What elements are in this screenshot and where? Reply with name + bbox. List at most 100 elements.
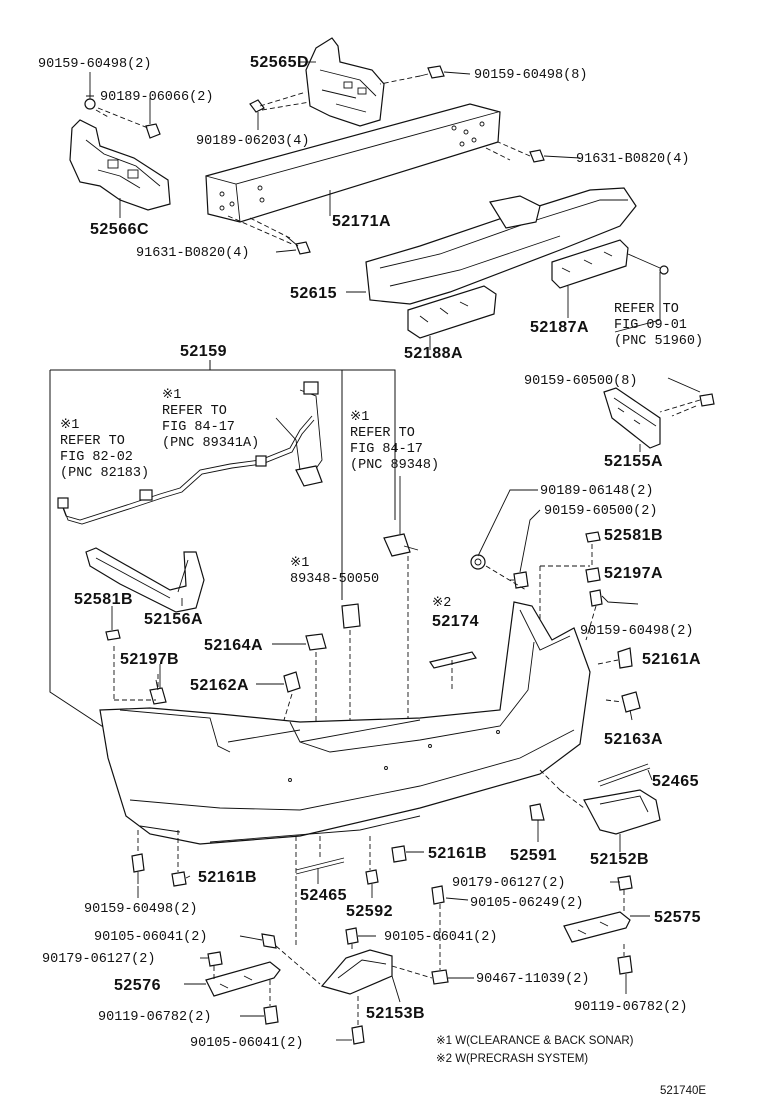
part-52163A-cover	[621, 691, 641, 713]
label-52187A: 52187A	[530, 319, 589, 336]
label-90189-06066: 90189-06066(2)	[100, 90, 213, 105]
label-52581B-right: 52581B	[604, 527, 663, 544]
label-52592: 52592	[346, 903, 393, 920]
part-90105-06041-bolt-bottom	[351, 1025, 365, 1045]
label-90159-60498-bottom-left: 90159-60498(2)	[84, 902, 197, 917]
label-90189-06203: 90189-06203(4)	[196, 134, 309, 149]
part-52174-sensor-cover	[429, 651, 477, 669]
label-ref3-line1: REFER TO	[350, 426, 415, 441]
part-52465-strip-left	[295, 857, 345, 875]
part-52576-retainer	[205, 961, 281, 997]
label-90159-60498-top-right: 90159-60498(8)	[474, 68, 587, 83]
label-refer-0901-line2: FIG 09-01	[614, 318, 687, 333]
label-52171A: 52171A	[332, 213, 391, 230]
part-52152B-reflector	[583, 789, 661, 835]
label-ref3-line2: FIG 84-17	[350, 442, 423, 457]
clip-icon	[145, 123, 161, 139]
label-90159-60498-top-left: 90159-60498(2)	[38, 57, 151, 72]
part-52575-retainer	[563, 911, 631, 943]
part-52581B-pad-left	[105, 629, 121, 641]
part-90179-06127-nut-right	[617, 875, 633, 891]
label-90105-06041-center: 90105-06041(2)	[384, 930, 497, 945]
part-90159-60498-screw	[589, 589, 603, 607]
part-52615-absorber	[365, 187, 637, 305]
part-52153B-reflector	[320, 949, 393, 995]
part-52592-pad	[365, 869, 379, 885]
part-labels: 90159-60498(2) 52565D 90159-60498(8) 901…	[38, 54, 706, 1097]
part-90105-06041-bolt-left	[261, 933, 277, 949]
clip-icon	[249, 99, 265, 113]
part-52156A-bracket	[85, 547, 205, 613]
part-52591-pad	[529, 803, 545, 821]
label-52156A: 52156A	[144, 611, 203, 628]
label-ref2-line2: FIG 82-02	[60, 450, 133, 465]
part-52161A-pad	[617, 647, 633, 669]
label-89348-mark: ※1	[290, 556, 309, 571]
part-52581B-pad-right	[585, 531, 601, 543]
part-52161B-pad-center	[391, 845, 407, 863]
bolt-icon	[699, 393, 715, 407]
label-52188A: 52188A	[404, 345, 463, 362]
label-91631-B0820-left: 91631-B0820(4)	[136, 246, 249, 261]
label-90119-06782-left: 90119-06782(2)	[98, 1010, 211, 1025]
label-52161B-center: 52161B	[428, 845, 487, 862]
label-52163A: 52163A	[604, 731, 663, 748]
label-52576: 52576	[114, 977, 161, 994]
part-90105-06041-bolt-center	[345, 927, 359, 945]
label-52565D: 52565D	[250, 54, 309, 71]
label-52581B-left: 52581B	[74, 591, 133, 608]
label-52159: 52159	[180, 343, 227, 360]
label-52152B: 52152B	[590, 851, 649, 868]
label-refer-0901-line1: REFER TO	[614, 302, 679, 317]
assembly-bracket-52159	[49, 360, 396, 739]
label-52161B-left: 52161B	[198, 869, 257, 886]
footnote-2: ※2 W(PRECRASH SYSTEM)	[436, 1053, 588, 1065]
wire-icon	[627, 253, 669, 275]
figure-code: 521740E	[660, 1085, 706, 1097]
label-90189-06148: 90189-06148(2)	[540, 484, 653, 499]
label-52591: 52591	[510, 847, 557, 864]
part-52465-strip-right	[597, 763, 651, 787]
label-ref2-line3: (PNC 82183)	[60, 466, 149, 481]
label-ref2-line1: REFER TO	[60, 434, 125, 449]
label-52615: 52615	[290, 285, 337, 302]
label-90179-06127-right: 90179-06127(2)	[452, 876, 565, 891]
part-52566C-bracket	[69, 119, 171, 211]
label-52164A: 52164A	[204, 637, 263, 654]
label-52575: 52575	[654, 909, 701, 926]
label-ref3-mark: ※1	[350, 410, 369, 425]
part-52565D-bracket	[305, 37, 385, 127]
part-90105-06249-bolt	[431, 885, 445, 905]
label-ref1-line1: REFER TO	[162, 404, 227, 419]
label-ref1-line3: (PNC 89341A)	[162, 436, 259, 451]
label-52161A: 52161A	[642, 651, 701, 668]
label-ref3-line3: (PNC 89348)	[350, 458, 439, 473]
part-90119-06782-bolt-left	[263, 1005, 279, 1025]
footnote-1: ※1 W(CLEARANCE & BACK SONAR)	[436, 1035, 634, 1047]
label-52566C: 52566C	[90, 221, 149, 238]
part-90119-06782-bolt-right	[617, 955, 633, 975]
label-ref2-mark: ※1	[60, 418, 79, 433]
label-90159-60500-2: 90159-60500(2)	[544, 504, 657, 519]
label-90105-06041-left: 90105-06041(2)	[94, 930, 207, 945]
part-90189-06148-clip	[470, 554, 486, 570]
label-90467-11039: 90467-11039(2)	[476, 972, 589, 987]
part-89348-50050-sensor	[341, 603, 361, 629]
label-52174-mark: ※2	[432, 596, 451, 611]
part-52197A-nut	[585, 567, 601, 583]
leader-lines	[89, 61, 701, 1041]
label-91631-B0820-right: 91631-B0820(4)	[576, 152, 689, 167]
part-52171A-reinforcement	[205, 103, 501, 223]
part-bumper-cover	[99, 601, 591, 845]
label-52162A: 52162A	[190, 677, 249, 694]
wiring-harness	[57, 381, 323, 525]
part-52188A-retainer	[407, 285, 497, 339]
part-52164A-sensor	[305, 633, 327, 651]
label-52174: 52174	[432, 613, 479, 630]
label-52197A: 52197A	[604, 565, 663, 582]
part-52162A-cover	[283, 671, 301, 693]
bolt-icon	[285, 235, 311, 255]
label-refer-0901-line3: (PNC 51960)	[614, 334, 703, 349]
part-89348-connector	[383, 533, 419, 557]
